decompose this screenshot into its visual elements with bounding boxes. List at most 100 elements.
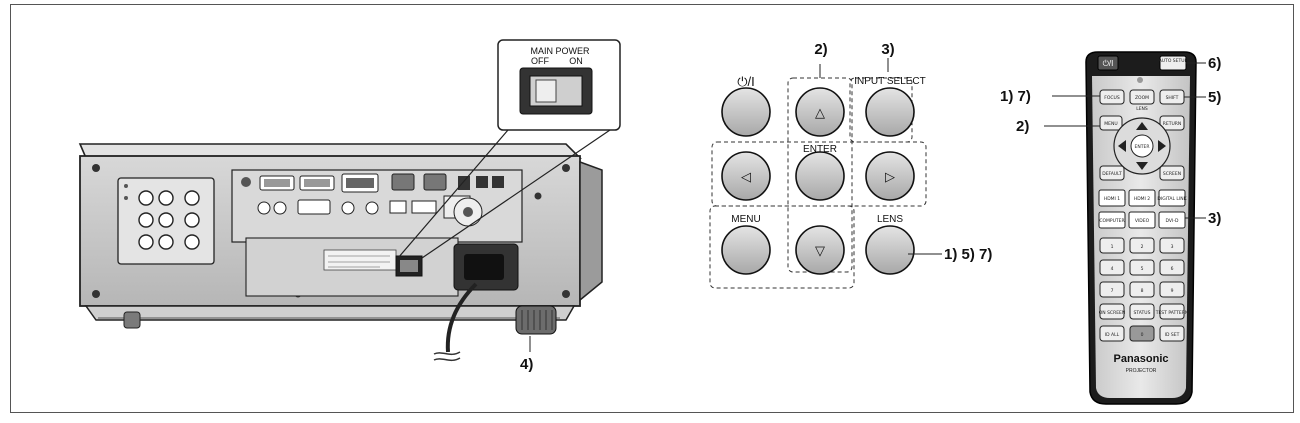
- remote-key-7[interactable]: [1099, 281, 1125, 298]
- remote-key-0[interactable]: [1129, 325, 1155, 342]
- remote-key-6[interactable]: [1159, 259, 1185, 276]
- menu-button[interactable]: [721, 225, 771, 275]
- remote-zoom-label: ZOOM: [1135, 95, 1149, 101]
- enter-label: ENTER: [803, 144, 837, 155]
- arrow-up-icon: △: [815, 105, 825, 120]
- remote-digital-link-label: DIGITAL LINK: [1157, 196, 1187, 202]
- main-power-title: MAIN POWER: [530, 46, 590, 56]
- remote-default-button[interactable]: [1099, 165, 1125, 181]
- remote-key-1[interactable]: [1099, 237, 1125, 254]
- callout-3-remote: 3): [1208, 210, 1221, 227]
- remote-return-button[interactable]: [1159, 115, 1185, 131]
- remote-right-icon[interactable]: [1158, 140, 1166, 152]
- remote-focus-button[interactable]: [1099, 89, 1125, 105]
- remote-key-2[interactable]: [1129, 237, 1155, 254]
- remote-key-4[interactable]: [1099, 259, 1125, 276]
- remote-sub-brand: PROJECTOR: [1126, 368, 1157, 374]
- main-power-inset: MAIN POWER OFF ON: [397, 39, 621, 259]
- power-button[interactable]: [721, 87, 771, 137]
- lens-label: LENS: [877, 214, 903, 225]
- remote-screen-label: SCREEN: [1163, 171, 1181, 177]
- remote-key-8-label: 8: [1141, 288, 1144, 294]
- remote-menu-label: MENU: [1104, 121, 1117, 127]
- projector-rear-view: 4): [78, 143, 603, 373]
- remote-dpad: ENTER: [1113, 117, 1171, 175]
- callout-6: 6): [1208, 55, 1221, 72]
- remote-key-2-label: 2: [1141, 244, 1144, 250]
- remote-down-icon[interactable]: [1136, 162, 1148, 170]
- remote-hdmi2-label: HDMI 2: [1134, 196, 1150, 202]
- remote-key-6-label: 6: [1171, 266, 1174, 272]
- remote-key-9[interactable]: [1159, 281, 1185, 298]
- callout-2-panel: 2): [814, 41, 827, 58]
- remote-dvi-button[interactable]: [1158, 211, 1186, 229]
- ac-inlet: [453, 243, 519, 291]
- arrow-right-icon: ▷: [885, 169, 895, 184]
- lens-button[interactable]: [865, 225, 915, 275]
- remote-video-button[interactable]: [1128, 211, 1156, 229]
- remote-callouts: 6) 1) 7) 5) 2) 3): [1000, 55, 1221, 227]
- remote-key-3-label: 3: [1171, 244, 1174, 250]
- right-button[interactable]: [865, 151, 915, 201]
- remote-power-button[interactable]: [1097, 55, 1119, 71]
- remote-default-label: DEFAULT: [1102, 171, 1122, 177]
- callout-4: 4): [520, 356, 533, 373]
- main-power-on-label: ON: [569, 56, 583, 66]
- remote-status-label: STATUS: [1134, 310, 1151, 316]
- remote-up-icon[interactable]: [1136, 122, 1148, 130]
- remote-focus-label: FOCUS: [1104, 95, 1120, 101]
- remote-status-button[interactable]: [1129, 303, 1155, 320]
- remote-control: ⏻/I AUTO SETUP FOCUS ZOOM SHIFT LENS MEN…: [1085, 51, 1197, 405]
- input-select-button[interactable]: [865, 87, 915, 137]
- up-button[interactable]: [795, 87, 845, 137]
- remote-id-all-label: ID ALL: [1105, 332, 1120, 338]
- remote-screen-button[interactable]: [1159, 165, 1185, 181]
- remote-power-label: ⏻/I: [1103, 59, 1114, 68]
- remote-brand: Panasonic: [1113, 353, 1168, 365]
- callout-157: 1) 5) 7): [944, 246, 992, 263]
- remote-hdmi1-label: HDMI 1: [1104, 196, 1120, 202]
- remote-hdmi1-button[interactable]: [1098, 189, 1126, 207]
- remote-digital-link-button[interactable]: [1158, 189, 1186, 207]
- remote-key-5-label: 5: [1141, 266, 1144, 272]
- left-button[interactable]: [721, 151, 771, 201]
- remote-computer-button[interactable]: [1098, 211, 1126, 229]
- remote-input-buttons: HDMI 1 HDMI 2 DIGITAL LINK COMPUTER VIDE…: [1098, 189, 1188, 229]
- remote-hdmi2-button[interactable]: [1128, 189, 1156, 207]
- power-cord: [445, 282, 478, 353]
- remote-lens-group-label: LENS: [1136, 106, 1148, 112]
- remote-menu-button[interactable]: [1099, 115, 1123, 131]
- remote-key-9-label: 9: [1171, 288, 1174, 294]
- remote-id-set-button[interactable]: [1159, 325, 1185, 342]
- menu-label: MENU: [731, 214, 760, 225]
- remote-return-label: RETURN: [1163, 121, 1182, 127]
- remote-zoom-button[interactable]: [1129, 89, 1155, 105]
- remote-lens-row: FOCUS ZOOM SHIFT LENS: [1099, 89, 1185, 112]
- remote-enter-button[interactable]: [1130, 134, 1154, 158]
- remote-key-8[interactable]: [1129, 281, 1155, 298]
- arrow-down-icon: ▽: [815, 243, 825, 258]
- remote-on-screen-button[interactable]: [1099, 303, 1125, 320]
- power-symbol-label: ⏻/I: [737, 74, 755, 89]
- screw-icon: [92, 290, 100, 298]
- remote-shift-label: SHIFT: [1166, 95, 1179, 101]
- remote-test-pattern-button[interactable]: [1159, 303, 1185, 320]
- remote-key-3[interactable]: [1159, 237, 1185, 254]
- input-select-label: INPUT SELECT: [854, 76, 926, 87]
- remote-key-1-label: 1: [1111, 244, 1114, 250]
- remote-dvi-label: DVI-D: [1166, 218, 1179, 224]
- enter-button[interactable]: [795, 151, 845, 201]
- remote-key-0-label: 0: [1141, 332, 1144, 338]
- button-panel: ⏻/I 2) △ 3) INPUT SELECT ENTER ◁ ▷ MENU …: [709, 41, 992, 289]
- screw-icon: [534, 192, 542, 200]
- down-button[interactable]: [795, 225, 845, 275]
- remote-key-5[interactable]: [1129, 259, 1155, 276]
- projector-side-panel: [579, 160, 603, 302]
- remote-id-all-button[interactable]: [1099, 325, 1125, 342]
- remote-left-icon[interactable]: [1118, 140, 1126, 152]
- screw-icon: [562, 164, 570, 172]
- adjustable-foot: [515, 305, 557, 335]
- remote-video-label: VIDEO: [1135, 218, 1150, 224]
- projector-control-panel: [117, 177, 215, 265]
